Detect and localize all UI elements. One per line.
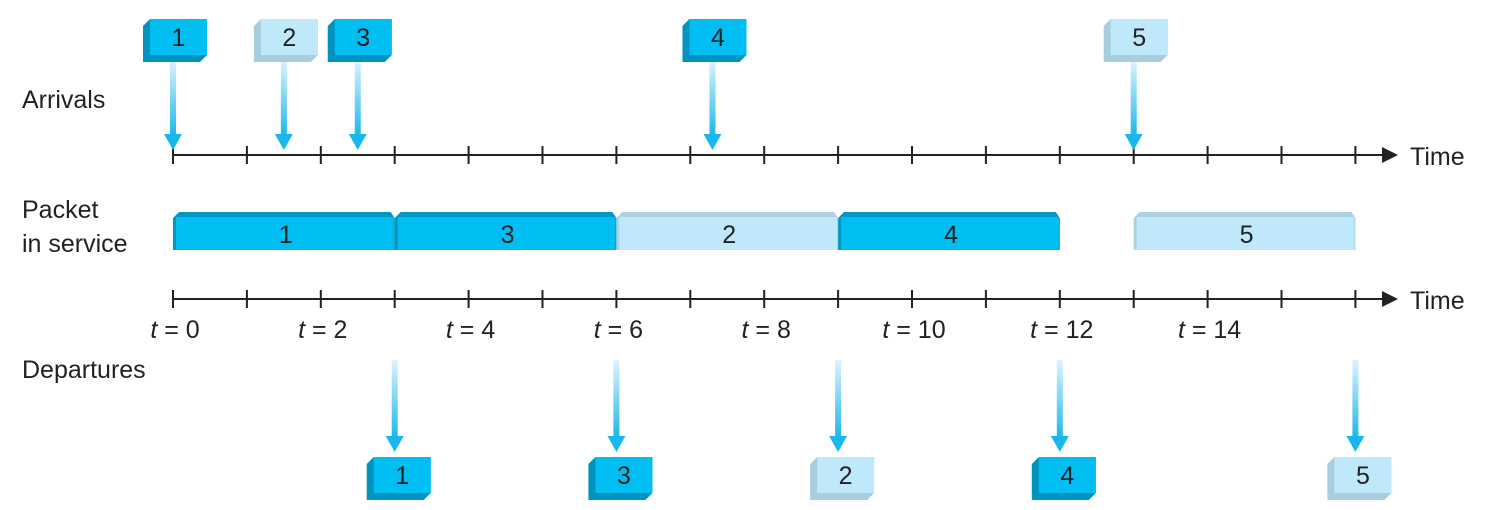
departure-packet-5: 5 xyxy=(1327,457,1392,500)
service-label-line1: Packet xyxy=(22,196,98,224)
arrival-arrow-1 xyxy=(164,60,182,150)
departure-packet-5-label: 5 xyxy=(1356,462,1370,490)
arrival-arrow-3 xyxy=(348,60,367,150)
departure-packet-2-label: 2 xyxy=(839,462,853,490)
service-bar-5: 5 xyxy=(1133,212,1356,250)
time-labels: t = 0 t = 2 t = 4 t = 6 t = 8 t = 10 t = 12 t =… xyxy=(150,316,1241,344)
service-bar-4: 4 xyxy=(838,212,1060,250)
departure-packet-4: 4 xyxy=(1031,457,1096,500)
arrival-packet-4-label: 4 xyxy=(711,24,725,52)
arrival-packet-5: 5 xyxy=(1103,19,1168,62)
service-bar-2: 2 xyxy=(616,212,839,250)
arrivals-timeline: Time xyxy=(172,143,1465,171)
departure-arrow-1 xyxy=(385,360,404,452)
time-label: t = 14 xyxy=(1178,316,1241,344)
departure-arrow-4 xyxy=(1050,360,1069,452)
departure-arrow-3 xyxy=(607,360,626,452)
time-label: t = 2 xyxy=(298,316,347,344)
service-bars: 1 3 2 4 5 xyxy=(173,212,1356,250)
departure-arrow-5 xyxy=(1346,360,1365,452)
arrival-packet-2: 2 xyxy=(253,19,318,62)
departure-packet-1-label: 1 xyxy=(395,462,409,490)
service-bar-label: 5 xyxy=(1240,221,1254,249)
arrival-arrow-2 xyxy=(274,60,293,150)
service-timeline: Time xyxy=(172,287,1465,315)
arrival-arrow-4 xyxy=(703,60,722,150)
service-bar-label: 4 xyxy=(944,221,958,249)
arrival-packet-4: 4 xyxy=(682,19,747,62)
service-bar-3: 3 xyxy=(394,212,617,250)
departure-packet-2: 2 xyxy=(810,457,875,500)
service-axis-arrowhead xyxy=(1382,291,1398,307)
service-time-axis-label: Time xyxy=(1410,287,1465,315)
arrival-packet-3-label: 3 xyxy=(356,24,370,52)
time-label: t = 6 xyxy=(594,316,643,344)
time-label: t = 10 xyxy=(882,316,945,344)
time-label: t = 12 xyxy=(1030,316,1093,344)
time-label: t = 0 xyxy=(150,316,199,344)
service-bar-label: 3 xyxy=(501,221,515,249)
arrival-packet-1: 1 xyxy=(143,19,207,62)
arrival-arrow-5 xyxy=(1124,60,1143,150)
arrival-packet-5-label: 5 xyxy=(1132,24,1146,52)
arrival-packets: 1 2 3 4 5 xyxy=(143,19,1168,150)
arrival-packet-1-label: 1 xyxy=(172,24,186,52)
arrival-packet-3: 3 xyxy=(327,19,392,62)
departure-packet-1: 1 xyxy=(366,457,431,500)
service-bar-1: 1 xyxy=(173,212,395,250)
departure-arrow-2 xyxy=(829,360,848,452)
time-label: t = 4 xyxy=(446,316,495,344)
departure-packet-4-label: 4 xyxy=(1060,462,1074,490)
arrivals-ticks xyxy=(172,146,1357,164)
service-bar-label: 1 xyxy=(279,221,293,249)
arrivals-time-axis-label: Time xyxy=(1410,143,1465,171)
departures-label: Departures xyxy=(22,356,146,384)
departure-packet-3: 3 xyxy=(588,457,653,500)
arrivals-axis-arrowhead xyxy=(1382,147,1398,163)
arrival-packet-2-label: 2 xyxy=(282,24,296,52)
service-label-line2: in service xyxy=(22,230,128,258)
departure-packet-3-label: 3 xyxy=(617,462,631,490)
arrivals-label: Arrivals xyxy=(22,86,105,114)
departure-packets: 1 3 2 4 5 xyxy=(366,360,1392,500)
service-ticks xyxy=(172,290,1357,308)
time-label: t = 8 xyxy=(742,316,791,344)
service-bar-label: 2 xyxy=(722,221,736,249)
